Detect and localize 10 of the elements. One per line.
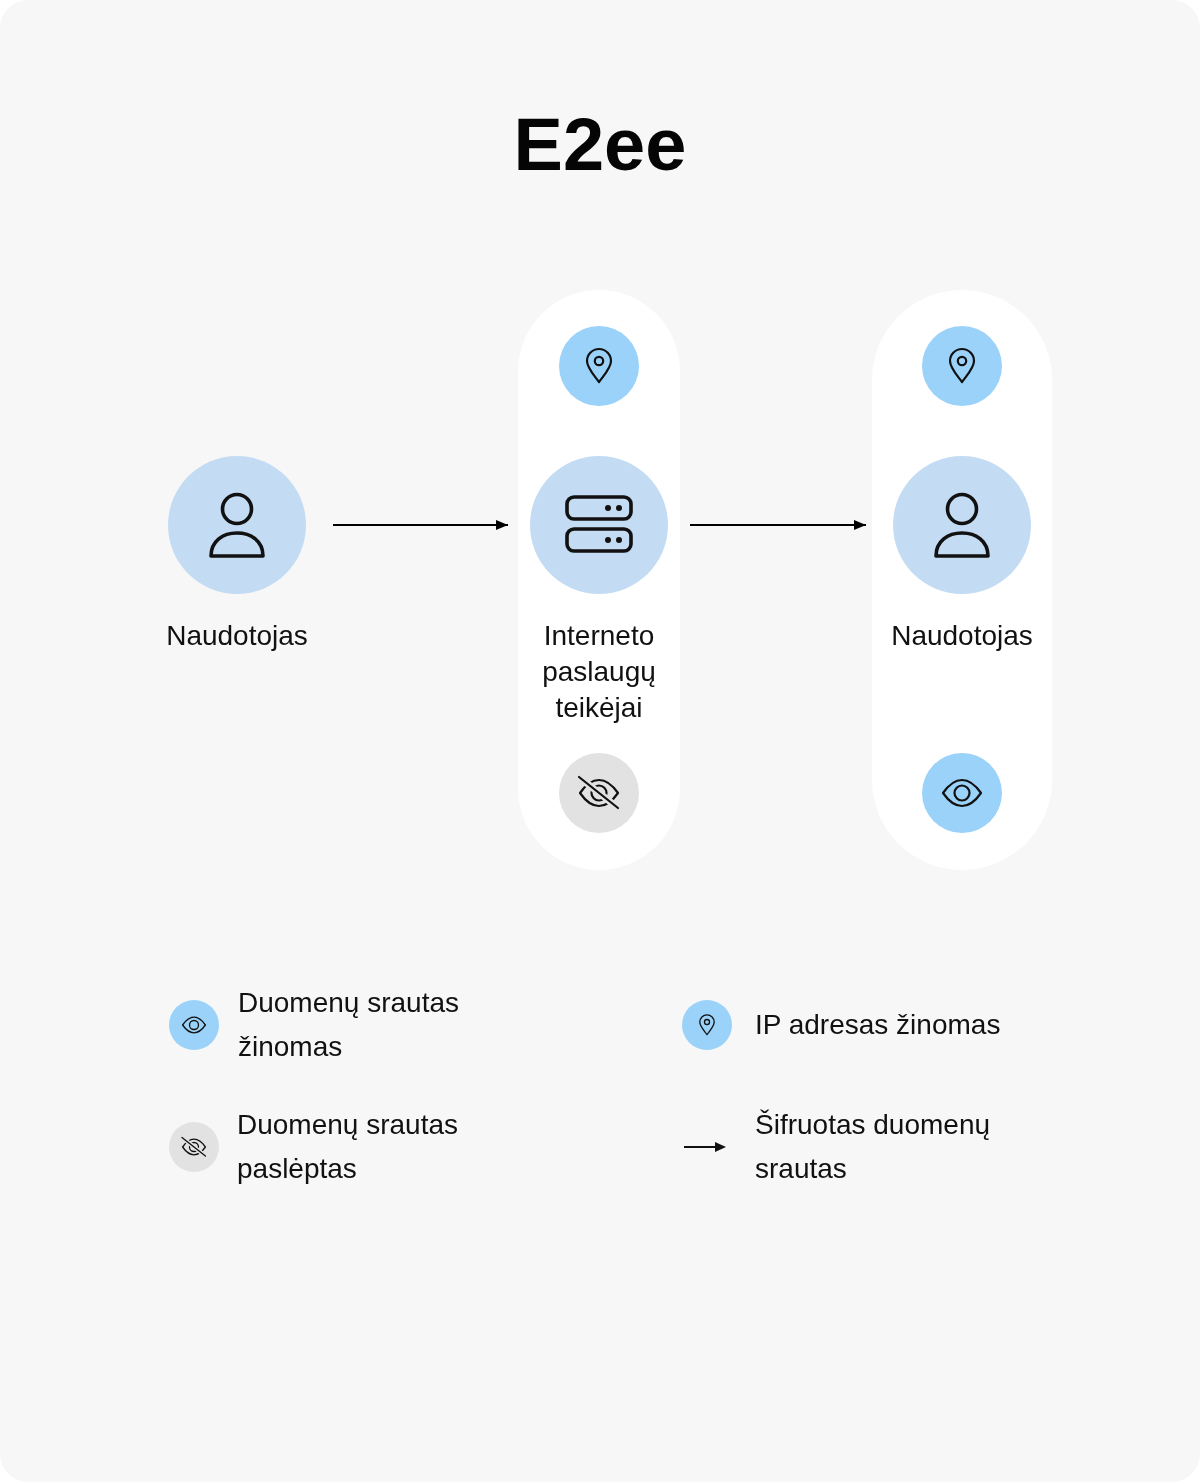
- node-label: Naudotojas: [891, 619, 1033, 653]
- legend-label: IP adresas žinomas: [755, 1008, 1002, 1042]
- arrow: [332, 520, 509, 530]
- node-label: Interneto paslaugų teikėjai: [541, 619, 657, 725]
- diagram-title: E2ee: [512, 102, 688, 188]
- arrow: [689, 520, 867, 530]
- legend-label: Duomenų srautas žinomas: [238, 986, 460, 1064]
- node-label: Naudotojas: [166, 619, 308, 653]
- legend-label: Šifruotas duomenų srautas: [755, 1108, 992, 1186]
- legend-label: Duomenų srautas paslėptas: [237, 1108, 459, 1186]
